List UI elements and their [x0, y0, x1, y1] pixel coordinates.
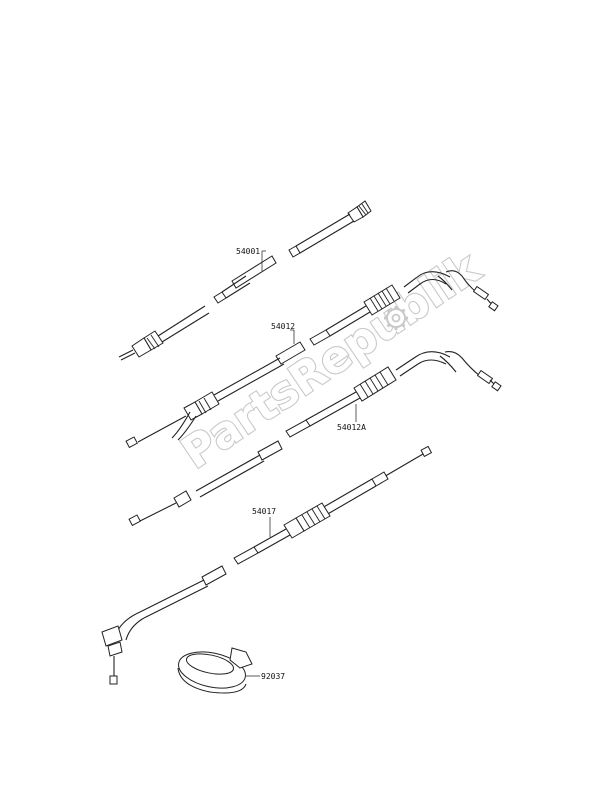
part-number-54017: 54017	[252, 507, 276, 516]
watermark: PartsRepublik	[172, 241, 492, 481]
speedometer-cable[interactable]	[118, 200, 372, 361]
part-number-54012: 54012	[271, 322, 295, 331]
watermark-text: PartsRepublik	[173, 242, 491, 479]
throttle-cable-54012[interactable]	[125, 270, 499, 449]
choke-cable-54017-adjuster	[283, 502, 331, 539]
label-54012a: 54012A	[337, 404, 366, 432]
label-54012: 54012	[271, 322, 295, 344]
gear-icon	[384, 306, 408, 330]
part-number-54012a: 54012A	[337, 423, 366, 432]
speedometer-cable-top-nut	[347, 200, 372, 223]
part-number-92037: 92037	[261, 672, 285, 681]
label-54017: 54017	[252, 507, 276, 537]
label-92037: 92037	[246, 672, 285, 681]
throttle-cable-54012a-adjuster	[353, 366, 397, 402]
throttle-cable-54012a[interactable]	[128, 351, 502, 527]
cable-clamp-92037[interactable]	[175, 646, 253, 694]
label-54001: 54001	[236, 247, 266, 271]
part-number-54001: 54001	[236, 247, 260, 256]
choke-cable-54017[interactable]	[101, 445, 433, 685]
throttle-cable-54012-adjuster	[363, 284, 401, 316]
